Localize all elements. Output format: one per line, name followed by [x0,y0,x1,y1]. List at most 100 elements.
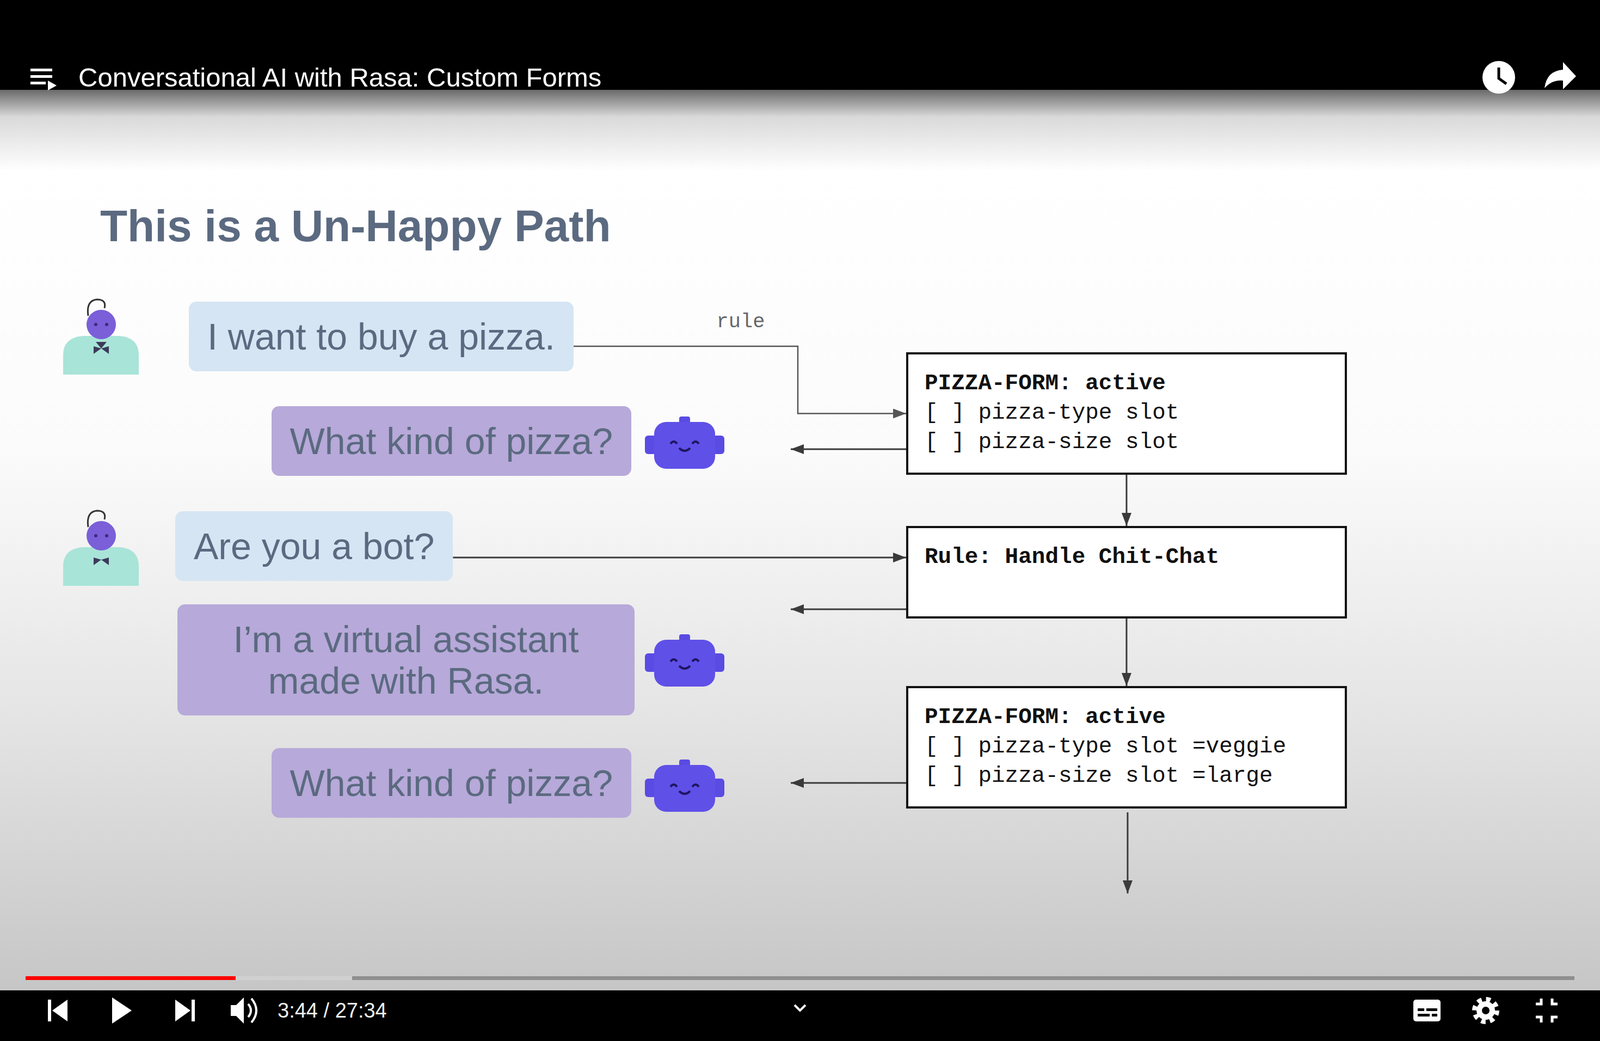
user-avatar [94,322,98,326]
progress-buffer [25,975,353,980]
user-avatar [93,346,109,354]
previous-button [47,999,52,1021]
user-avatar [105,533,109,538]
user-avatar [87,299,105,316]
bot-message: What kind of pizza? [271,747,632,818]
user-avatar [94,533,98,538]
connector-arrow [790,782,907,784]
exit-fullscreen-button [1552,1016,1558,1023]
play-button [112,997,132,1024]
message-text: What kind of pizza? [290,420,613,462]
previous-button [52,999,68,1021]
message-text: What kind of pizza? [290,761,613,804]
robot-avatar [654,639,716,687]
edge-label: rule [714,310,768,334]
settings-button [1476,1000,1495,1020]
next-button [191,999,195,1021]
control-bar [0,989,1600,1041]
robot-avatar [644,416,725,469]
user-avatar [86,520,116,551]
robot-avatar [692,659,699,662]
previous-button [47,999,68,1021]
user-avatar [86,309,116,340]
subtitles-button [1413,999,1441,1021]
slot-line: [ ] pizza-size slot =large [924,760,1329,791]
connector-arrow [1125,618,1128,686]
progress-track [25,975,1575,980]
state-box: PIZZA-FORM: active[ ] pizza-type slot =v… [906,685,1347,809]
box-heading: PIZZA-FORM: active [924,702,1329,732]
exit-fullscreen-button [1552,998,1558,1004]
user-avatar [93,557,109,565]
user-avatar [87,510,105,527]
exit-fullscreen-button [1535,1016,1542,1023]
message-text: I want to buy a pizza. [207,315,556,358]
playlist-icon [30,81,46,85]
robot-avatar [644,634,725,687]
subtitles-button [1431,1013,1438,1017]
slot-line: [ ] pizza-type slot =veggie [924,731,1329,761]
watch-later-icon [1482,60,1516,94]
playlist-icon [30,68,53,72]
user-avatar [63,546,139,586]
video-title: Conversational AI with Rasa: Custom Form… [78,62,602,93]
user-message: I want to buy a pizza. [188,301,574,372]
message-text: Are you a bot? [193,525,435,567]
settings-button [1481,1006,1490,1014]
watch-later-icon [1482,60,1516,94]
exit-fullscreen-button [1535,998,1542,1004]
share-icon [1544,62,1577,90]
robot-avatar [654,421,716,469]
subtitles-button [1417,1013,1430,1017]
playlist-icon [30,75,53,78]
robot-avatar [692,441,699,444]
subtitles-button [1426,1007,1438,1011]
exit-fullscreen-button [1535,998,1558,1023]
connector-arrow [1125,474,1128,526]
robot-avatar [644,759,725,812]
connector-arrow [452,556,907,559]
state-box: PIZZA-FORM: active[ ] pizza-type slot[ ]… [906,352,1347,475]
robot-avatar [670,784,678,787]
user-avatar [63,335,139,375]
robot-avatar [679,447,691,451]
state-box: Rule: Handle Chit-Chat [906,525,1347,619]
robot-avatar [679,790,691,794]
volume-button [230,997,257,1024]
bot-message: What kind of pizza? [271,405,632,476]
user-message: Are you a bot? [175,511,453,581]
user-avatar [63,510,139,586]
progress-played [25,975,236,980]
playlist-icon [47,80,57,91]
settings-button [1474,999,1497,1021]
message-text: I’m a virtual assistant made with Rasa. [195,618,617,701]
robot-avatar [670,441,678,444]
bot-message: I’m a virtual assistant made with Rasa. [177,604,635,716]
robot-avatar [679,665,691,669]
box-heading: Rule: Handle Chit-Chat [924,542,1329,572]
slot-line: [ ] pizza-type slot [924,397,1329,428]
box-heading: PIZZA-FORM: active [924,368,1329,398]
user-avatar [105,322,109,326]
slide-title: This is a Un-Happy Path [100,200,612,252]
next-button [175,999,191,1021]
subtitles-button [1413,999,1441,1021]
playlist-icon [30,68,57,91]
share-icon [1544,62,1577,90]
connector-arrow [790,448,907,451]
time-display: 3:44 / 27:34 [277,998,387,1023]
continuation-arrow [1127,811,1129,894]
connector-arrow [573,346,907,414]
chevron-icon [794,1004,806,1011]
next-button [175,999,195,1021]
robot-avatar [670,659,678,662]
settings-button [1474,999,1497,1021]
connector-arrow [790,608,907,611]
robot-avatar [692,784,699,787]
robot-avatar [654,764,716,812]
subtitles-button [1417,1007,1425,1011]
volume-button [251,998,257,1023]
user-avatar [63,299,139,375]
